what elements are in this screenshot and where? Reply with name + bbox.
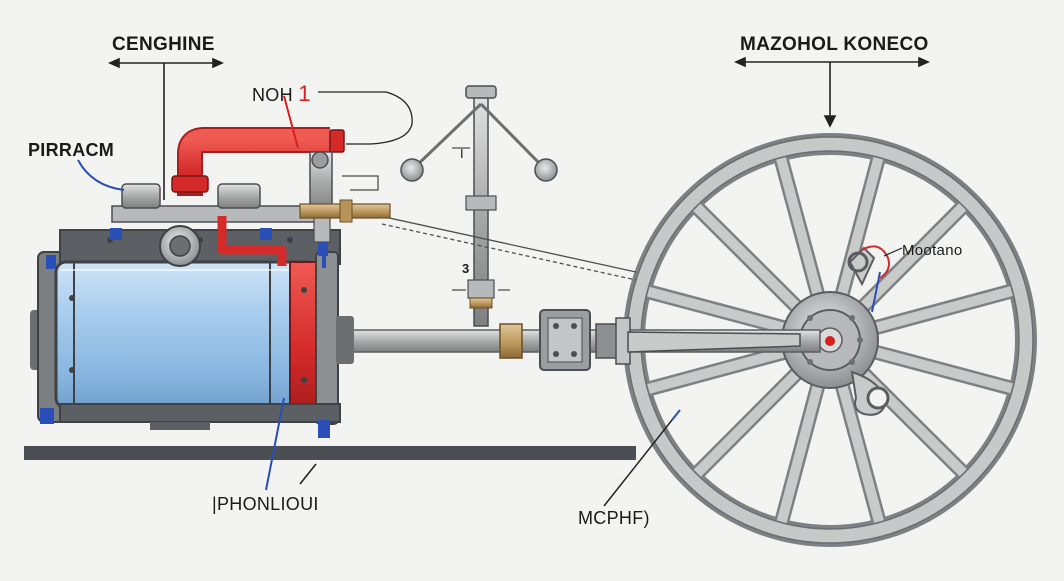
flywheel-spoke-highlight — [647, 346, 789, 394]
flywheel-spoke-highlight — [836, 381, 884, 523]
label-bottom-left: |PHONLIOUI — [212, 494, 319, 514]
crankshaft — [339, 309, 821, 371]
cylinder-assembly — [30, 127, 391, 438]
governor-mark-2: 3 — [462, 261, 470, 276]
flywheel-spoke-highlight — [776, 381, 824, 523]
governor-mark-1: I — [460, 146, 464, 161]
ground-plate — [24, 446, 636, 460]
label-bottom-mid: MCPHF) — [578, 508, 650, 528]
label-valve-mark: 1 — [298, 81, 311, 106]
flywheel — [623, 133, 1037, 547]
valve-rod — [379, 215, 637, 281]
label-pointers — [77, 91, 681, 507]
flywheel-spoke-highlight — [647, 286, 789, 334]
flywheel-spoke-highlight — [871, 286, 1013, 334]
cylinder-body — [54, 260, 320, 410]
flywheel-spoke-highlight — [693, 203, 803, 313]
flywheel-spoke-highlight — [693, 367, 803, 477]
label-right: Mootano — [902, 242, 963, 259]
dimension-arrow-right — [734, 56, 930, 128]
label-valve: NOH 1 — [252, 81, 311, 107]
flywheel-spoke-highlight — [836, 157, 884, 299]
governor — [400, 85, 558, 327]
label-top-right: MAZOHOL KONECO — [740, 34, 929, 55]
label-top-left: CENGHINE — [112, 34, 215, 55]
flywheel-spoke-highlight — [857, 203, 967, 313]
flywheel-spokes — [646, 156, 1014, 524]
flywheel-spoke-highlight — [871, 346, 1013, 394]
flywheel-spoke-highlight — [776, 157, 824, 299]
dimension-arrow-left — [108, 57, 224, 200]
label-valve-text: NOH — [252, 85, 293, 105]
label-left: PIRRACM — [28, 140, 115, 160]
